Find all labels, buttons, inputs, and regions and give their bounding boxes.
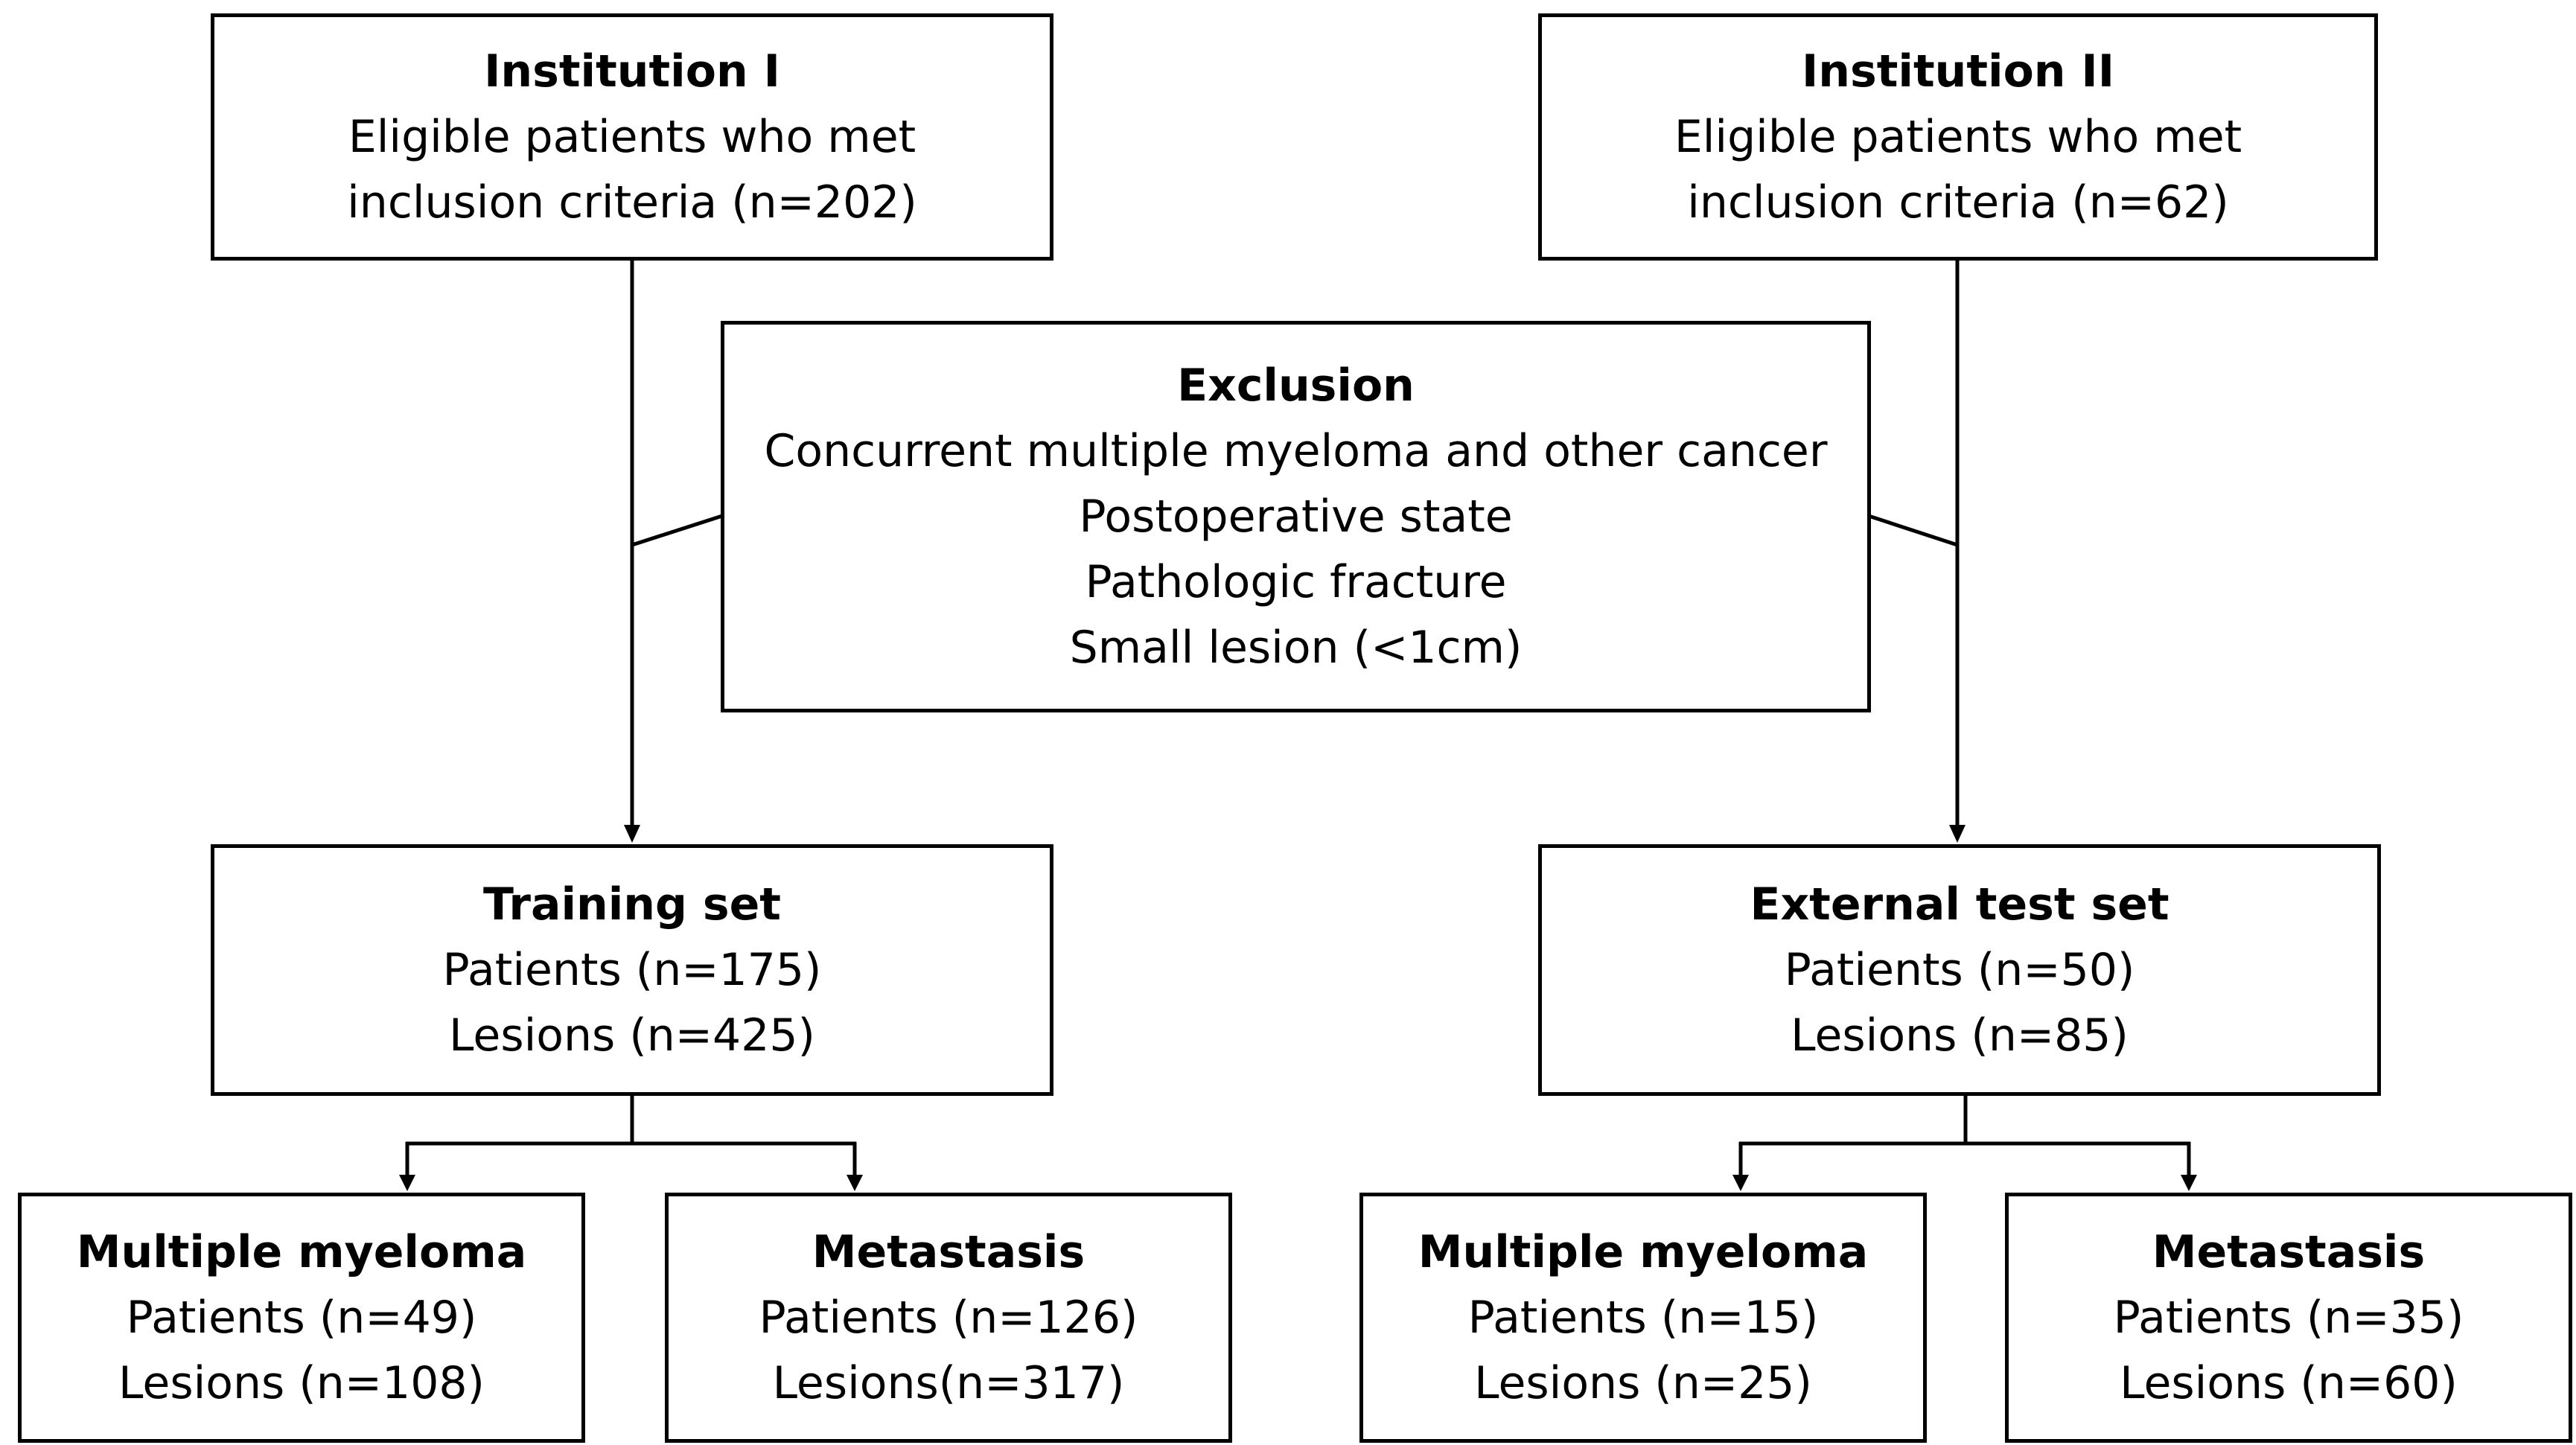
arrowhead-training-metastasis (847, 1175, 863, 1191)
institution-2-line-1: Eligible patients who met (1674, 111, 2242, 163)
training-metastasis-patients: Patients (n=126) (759, 1292, 1138, 1344)
external-test-set-lesions: Lesions (n=85) (1791, 1009, 2129, 1062)
training-metastasis-lesions: Lesions(n=317) (772, 1357, 1125, 1409)
test-myeloma-box: Multiple myeloma Patients (n=15) Lesions… (1359, 1193, 1927, 1443)
institution-2-title: Institution II (1801, 45, 2115, 98)
external-test-set-patients: Patients (n=50) (1784, 944, 2135, 996)
test-metastasis-box: Metastasis Patients (n=35) Lesions (n=60… (2005, 1193, 2572, 1443)
exclusion-criterion: Pathologic fracture (1085, 556, 1507, 608)
connector-exclusion-left (631, 514, 723, 547)
arrowhead-test (1949, 825, 1966, 843)
test-metastasis-patients: Patients (n=35) (2113, 1292, 2464, 1344)
arrowhead-training-myeloma (399, 1175, 415, 1191)
exclusion-box: Exclusion Concurrent multiple myeloma an… (721, 321, 1871, 712)
test-myeloma-lesions: Lesions (n=25) (1474, 1357, 1812, 1409)
training-metastasis-box: Metastasis Patients (n=126) Lesions(n=31… (665, 1193, 1232, 1443)
institution-1-box: Institution I Eligible patients who met … (211, 13, 1053, 261)
connector-exclusion-right (1868, 514, 1958, 547)
institution-2-box: Institution II Eligible patients who met… (1538, 13, 2378, 261)
arrowhead-test-metastasis (2181, 1175, 2197, 1191)
test-metastasis-lesions: Lesions (n=60) (2120, 1357, 2458, 1409)
training-set-lesions: Lesions (n=425) (449, 1009, 815, 1062)
external-test-set-box: External test set Patients (n=50) Lesion… (1538, 844, 2381, 1096)
institution-1-line-1: Eligible patients who met (348, 111, 916, 163)
test-myeloma-patients: Patients (n=15) (1467, 1292, 1819, 1344)
training-myeloma-box: Multiple myeloma Patients (n=49) Lesions… (18, 1193, 585, 1443)
training-metastasis-title: Metastasis (812, 1226, 1085, 1278)
training-myeloma-patients: Patients (n=49) (126, 1292, 477, 1344)
training-myeloma-title: Multiple myeloma (76, 1226, 527, 1278)
exclusion-title: Exclusion (1177, 360, 1415, 412)
test-myeloma-title: Multiple myeloma (1418, 1226, 1869, 1278)
exclusion-criterion: Small lesion (<1cm) (1069, 622, 1523, 674)
training-set-title: Training set (483, 878, 781, 931)
training-myeloma-lesions: Lesions (n=108) (118, 1357, 485, 1409)
exclusion-criterion: Concurrent multiple myeloma and other ca… (764, 425, 1828, 477)
exclusion-criterion: Postoperative state (1079, 491, 1513, 543)
institution-1-line-2: inclusion criteria (n=202) (347, 176, 917, 229)
test-metastasis-title: Metastasis (2152, 1226, 2426, 1278)
institution-2-line-2: inclusion criteria (n=62) (1687, 176, 2229, 229)
arrowhead-test-myeloma (1732, 1175, 1749, 1191)
training-set-box: Training set Patients (n=175) Lesions (n… (211, 844, 1053, 1096)
institution-1-title: Institution I (484, 45, 780, 98)
external-test-set-title: External test set (1750, 878, 2169, 931)
arrowhead-training (624, 825, 640, 843)
training-set-patients: Patients (n=175) (442, 944, 822, 996)
